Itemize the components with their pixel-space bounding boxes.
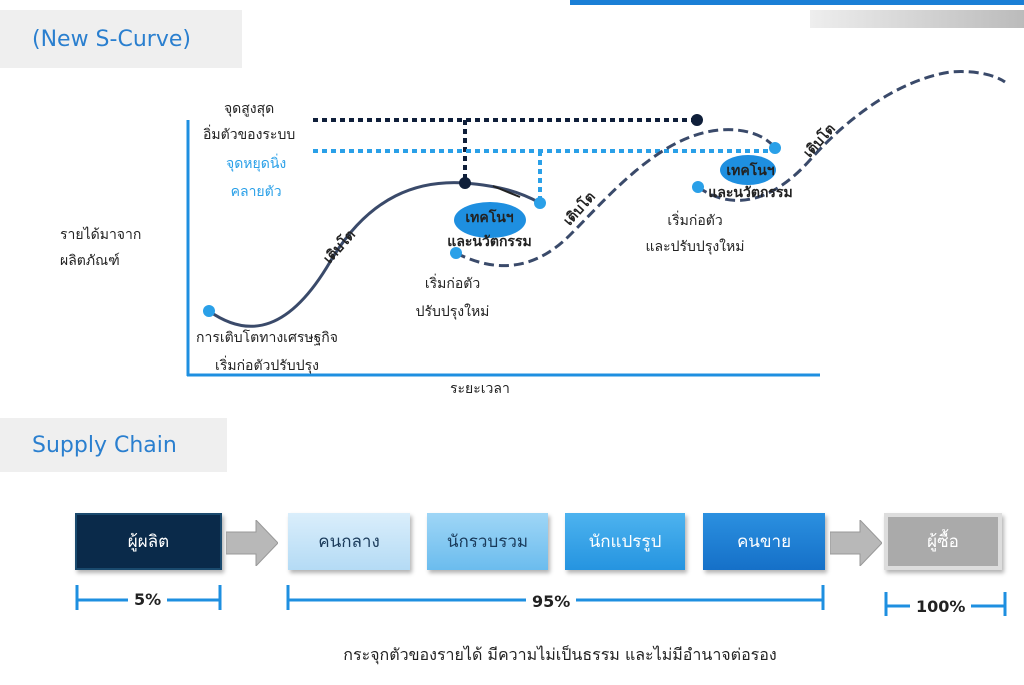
restart-label-1: เริ่มก่อตัว ปรับปรุงใหม่ bbox=[405, 270, 500, 326]
plateau-label: จุดหยุดนิ่ง คลายตัว bbox=[226, 150, 286, 206]
stage-buyer: ผู้ซื้อ bbox=[884, 513, 1002, 570]
restart-label-line: เริ่มก่อตัว bbox=[667, 213, 723, 229]
y-axis-label: รายได้มาจาก ผลิตภัณฑ์ bbox=[60, 222, 141, 274]
start-label-line: เริ่มก่อตัวปรับปรุง bbox=[215, 358, 319, 374]
section-title-scurve: (New S-Curve) bbox=[0, 10, 242, 68]
s-curve-2 bbox=[455, 128, 777, 268]
restart-label-2: เริ่มก่อตัว และปรับปรุงใหม่ bbox=[635, 208, 755, 260]
s-curve-3 bbox=[697, 70, 1006, 202]
stage-seller: คนขาย bbox=[703, 513, 825, 570]
stage-collector: นักรวบรวม bbox=[427, 513, 548, 570]
restart-dot-2 bbox=[692, 181, 704, 193]
tech-label-1: เทคโนฯ และนวัตกรรม bbox=[432, 206, 547, 254]
top-gray-bar bbox=[810, 10, 1024, 28]
decline-line bbox=[492, 185, 521, 198]
stage-processor: นักแปรรูป bbox=[565, 513, 685, 570]
restart-label-line: และปรับปรุงใหม่ bbox=[645, 239, 745, 255]
plateau-dot-1 bbox=[534, 197, 546, 209]
peak-dot bbox=[691, 114, 703, 126]
footer-note: กระจุกตัวของรายได้ มีความไม่เป็นธรรม และ… bbox=[343, 645, 777, 664]
tech-blob-1 bbox=[454, 202, 526, 238]
stage-middleman: คนกลาง bbox=[288, 513, 410, 570]
tech-blob-2 bbox=[720, 155, 776, 185]
start-label-line: การเติบโตทางเศรษฐกิจ bbox=[196, 330, 338, 346]
section-title-supply-chain: Supply Chain bbox=[0, 418, 227, 472]
tech-label-2: เทคโนฯ และนวัตกรรม bbox=[693, 160, 808, 204]
start-dot bbox=[203, 305, 215, 317]
peak-dot-2 bbox=[459, 177, 471, 189]
peak-label: จุดสูงสุด อิ่มตัวของระบบ bbox=[203, 96, 295, 148]
top-accent-line bbox=[570, 0, 1024, 5]
peak-label-line: อิ่มตัวของระบบ bbox=[203, 127, 296, 143]
y-axis-label-line: ผลิตภัณฑ์ bbox=[60, 253, 120, 269]
share-intermediaries: 95% bbox=[526, 592, 577, 611]
restart-dot-1 bbox=[450, 247, 462, 259]
s-curve-diagram bbox=[186, 70, 1006, 377]
tech-label-line: และนวัตกรรม bbox=[447, 234, 532, 250]
start-label: การเติบโตทางเศรษฐกิจ เริ่มก่อตัวปรับปรุง bbox=[196, 324, 338, 380]
arrow-icon bbox=[226, 520, 278, 566]
plateau-label-line: จุดหยุดนิ่ง bbox=[226, 156, 287, 172]
restart-label-line: เริ่มก่อตัว bbox=[424, 276, 481, 292]
plateau-dot-2 bbox=[769, 142, 781, 154]
tech-label-line: เทคโนฯ bbox=[465, 210, 514, 226]
restart-label-line: ปรับปรุงใหม่ bbox=[415, 304, 490, 320]
stage-producer: ผู้ผลิต bbox=[75, 513, 222, 570]
arrow-icon bbox=[830, 520, 882, 566]
x-axis-label: ระยะเวลา bbox=[450, 381, 510, 397]
share-buyer: 100% bbox=[910, 597, 972, 616]
peak-label-line: จุดสูงสุด bbox=[223, 101, 275, 117]
tech-label-line: และนวัตกรรม bbox=[708, 185, 793, 201]
y-axis-label-line: รายได้มาจาก bbox=[60, 227, 142, 243]
plateau-label-line: คลายตัว bbox=[230, 184, 282, 200]
tech-label-line: เทคโนฯ bbox=[726, 163, 775, 179]
share-producer: 5% bbox=[128, 590, 168, 609]
